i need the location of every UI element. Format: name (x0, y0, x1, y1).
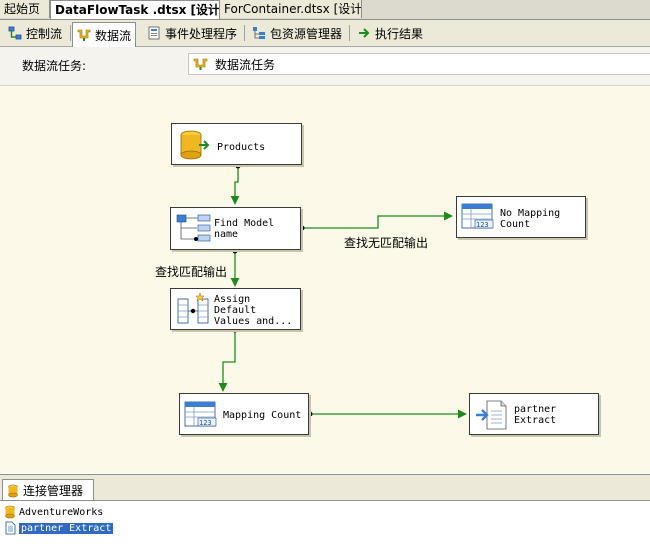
component-row-count-mapping[interactable]: 123 Mapping Count (179, 393, 309, 435)
connection-manager-header: 连接管理器 (0, 474, 650, 501)
path-products-to-lookup (230, 166, 240, 205)
flat-file-connection-icon (5, 521, 16, 535)
database-connection-icon (5, 505, 15, 519)
package-explorer-icon (253, 27, 265, 39)
path-label-no-match-output: 查找无匹配输出 (344, 236, 429, 250)
row-count-icon: 123 (184, 401, 217, 427)
tab-separator (70, 25, 71, 41)
tab-separator (349, 25, 350, 41)
component-label: Find Model name (214, 218, 275, 240)
component-label: Products (217, 142, 266, 153)
task-selector-dropdown[interactable]: 数据流任务 (188, 53, 650, 75)
tab-control-flow[interactable]: 控制流 (4, 22, 66, 44)
component-lookup-find-model-name[interactable]: Find Model name (170, 207, 301, 250)
task-selector-label: 数据流任务: (22, 59, 87, 73)
connection-manager-list: AdventureWorks partner Extract (0, 500, 650, 556)
task-selector-value: 数据流任务 (215, 57, 276, 72)
flat-file-destination-icon (476, 400, 507, 430)
component-label: Mapping Count (223, 410, 302, 421)
data-flow-icon (77, 29, 91, 41)
component-derived-column-assign-default[interactable]: Assign Default Values and... (170, 288, 301, 330)
tab-package-explorer[interactable]: 包资源管理器 (248, 22, 346, 44)
arrow-right-icon (359, 28, 370, 38)
svg-text:123: 123 (476, 221, 489, 229)
data-flow-task-icon (193, 58, 208, 70)
tab-separator (244, 25, 245, 41)
document-tab-strip: 起始页 DataFlowTask .dtsx [设计]* ForContaine… (0, 0, 650, 20)
component-label: No Mapping Count (500, 208, 561, 230)
connection-item-partner-extract[interactable]: partner Extract (4, 521, 114, 535)
tab-label: 执行结果 (375, 26, 424, 41)
connection-item-label: AdventureWorks (19, 506, 104, 518)
tab-label: 数据流 (95, 28, 132, 43)
path-label-match-output: 查找匹配输出 (155, 265, 228, 279)
component-partner-extract-destination[interactable]: partner Extract (469, 393, 599, 435)
designer-tab-strip: 控制流 数据流 事件处理程序 包资源管理器 执行结果 (0, 20, 650, 47)
control-flow-icon (8, 26, 22, 40)
tab-label: 连接管理器 (23, 484, 84, 498)
task-selector-row: 数据流任务: 数据流任务 (0, 47, 650, 86)
connection-item-label: partner Extract (19, 522, 114, 534)
tab-label: 包资源管理器 (270, 26, 343, 41)
data-flow-design-surface[interactable]: Products Find Model name 123 No Mapping … (0, 86, 650, 473)
connection-item-adventureworks[interactable]: AdventureWorks (4, 505, 103, 519)
event-handler-icon (148, 26, 160, 40)
tab-execution-results[interactable]: 执行结果 (353, 22, 427, 44)
component-label: Assign Default Values and... (214, 294, 293, 327)
row-count-icon: 123 (461, 203, 494, 229)
path-lookup-no-match (302, 211, 453, 229)
connection-manager-icon (8, 484, 18, 497)
component-label: partner Extract (514, 404, 557, 426)
derived-column-icon (177, 293, 209, 324)
doc-tab-start-page[interactable]: 起始页 (0, 0, 50, 18)
doc-tab-dataflowtask[interactable]: DataFlowTask .dtsx [设计]* (50, 0, 220, 19)
component-row-count-no-mapping[interactable]: 123 No Mapping Count (456, 196, 586, 238)
tab-label: 事件处理程序 (165, 26, 238, 41)
tab-connection-manager[interactable]: 连接管理器 (2, 479, 94, 501)
svg-text:123: 123 (199, 419, 212, 427)
tab-label: 控制流 (26, 26, 63, 41)
doc-tab-forcontainer[interactable]: ForContainer.dtsx [设计] (220, 0, 362, 18)
component-products-source[interactable]: Products (171, 123, 302, 165)
lookup-icon (176, 214, 211, 242)
ole-db-source-icon (180, 130, 210, 160)
tab-data-flow[interactable]: 数据流 (72, 22, 137, 47)
path-assign-to-count (218, 330, 236, 392)
tab-event-handlers[interactable]: 事件处理程序 (143, 22, 241, 44)
